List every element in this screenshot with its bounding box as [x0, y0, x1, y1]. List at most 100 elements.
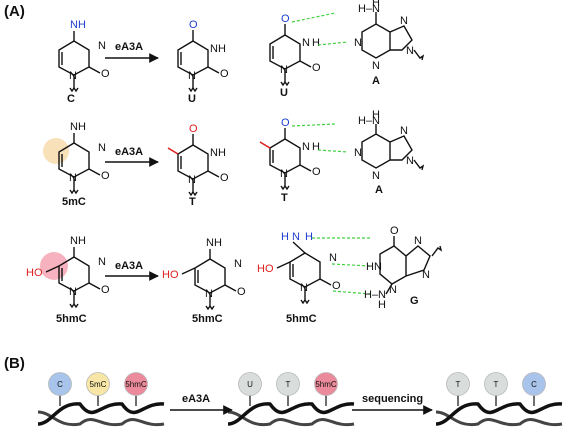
svg-text:N: N [414, 235, 422, 247]
svg-text:N: N [300, 282, 308, 294]
svg-text:HO: HO [26, 267, 43, 279]
svg-text:O: O [101, 68, 110, 80]
base-ball [314, 372, 338, 396]
svg-text:O: O [281, 13, 290, 25]
row3-enzyme-label: eA3A [115, 260, 143, 272]
base-ball-label: 5hmC [125, 380, 147, 389]
svg-text:O: O [312, 166, 321, 178]
panel-a-label: (A) [4, 3, 25, 20]
svg-text:N: N [280, 168, 288, 180]
svg-text:N: N [374, 261, 382, 273]
row3-to-name: 5hmC [192, 313, 223, 325]
svg-text:N: N [302, 141, 310, 153]
svg-text:N: N [329, 252, 337, 264]
svg-text:N: N [205, 288, 213, 300]
svg-text:N: N [98, 40, 106, 52]
svg-text:N: N [354, 37, 362, 49]
base-ball [446, 372, 470, 396]
svg-text:NH: NH [210, 43, 226, 55]
row1-pair-left-name: U [280, 87, 288, 99]
base-ball-label: C [531, 380, 537, 389]
svg-text:N: N [98, 142, 106, 154]
row1-pair-right-name: A [372, 75, 380, 87]
dna-strand-lower [435, 410, 563, 427]
svg-text:H: H [378, 299, 386, 311]
svg-text:N: N [234, 258, 242, 270]
base-ball [86, 372, 110, 396]
svg-text:O: O [312, 62, 321, 74]
dna-strand-upper [435, 402, 563, 426]
methylcytosine-molecule: NH N N O [58, 121, 110, 195]
row1-to-name: U [188, 93, 196, 105]
adenine-molecule-1: H–N H N N N N [354, 0, 425, 72]
svg-text:N: N [400, 15, 408, 27]
base-ball [124, 372, 148, 396]
svg-text:N: N [69, 286, 77, 298]
hydroxymethylcytosine-product: HO NH N N O [162, 237, 246, 311]
panel-b-label: (B) [4, 355, 25, 372]
hydroxymethylcytosine-pair-left: HO H N H N N O [257, 231, 341, 305]
base-ball [484, 372, 508, 396]
panel-b-sequencing-label: sequencing [362, 393, 423, 405]
uracil-molecule: O NH N O [177, 19, 229, 93]
svg-text:H: H [281, 231, 289, 243]
svg-text:N: N [69, 172, 77, 184]
svg-text:N: N [406, 45, 414, 57]
row2-from-name: 5mC [62, 196, 86, 208]
svg-text:N: N [372, 170, 380, 182]
svg-text:N: N [372, 60, 380, 72]
svg-text:O: O [189, 19, 198, 31]
guanine-molecule: O H N N N N H–N H [364, 225, 443, 311]
svg-text:O: O [237, 286, 246, 298]
svg-text:O: O [101, 170, 110, 182]
thymine-molecule: O NH N O [167, 123, 229, 197]
svg-text:N: N [292, 231, 300, 243]
hydroxymethyl-highlight [40, 252, 68, 280]
svg-text:O: O [332, 280, 341, 292]
row2-enzyme-label: eA3A [115, 146, 143, 158]
base-ball [238, 372, 262, 396]
row3-from-name: 5hmC [56, 313, 87, 325]
row2-pair-left-name: T [281, 192, 288, 204]
base-ball [276, 372, 300, 396]
svg-text:N: N [400, 125, 408, 137]
adenine-molecule-2: H–N H N N N N [354, 109, 425, 182]
svg-text:NH: NH [70, 121, 86, 133]
base-ball [522, 372, 546, 396]
svg-text:N: N [354, 147, 362, 159]
svg-text:N: N [406, 155, 414, 167]
base-ball [48, 372, 72, 396]
svg-text:HO: HO [257, 263, 274, 275]
svg-text:NH: NH [70, 235, 86, 247]
methyl-highlight [43, 138, 69, 164]
dna-strand-lower [227, 410, 355, 427]
base-ball-label: 5hmC [315, 380, 337, 389]
svg-text:H: H [305, 231, 313, 243]
svg-text:H: H [366, 261, 374, 273]
row3-pair-left-name: 5hmC [286, 313, 317, 325]
svg-text:H: H [312, 141, 320, 153]
base-ball-label: C [57, 380, 63, 389]
row1-enzyme-label: eA3A [115, 41, 143, 53]
svg-text:O: O [390, 225, 399, 237]
row2-to-name: T [189, 196, 196, 208]
svg-text:HO: HO [162, 269, 179, 281]
svg-text:H: H [312, 37, 320, 49]
svg-text:N: N [422, 269, 430, 281]
dna-strand-upper [37, 402, 165, 426]
svg-text:H: H [372, 109, 380, 121]
svg-text:O: O [281, 117, 290, 129]
svg-text:NH: NH [210, 147, 226, 159]
svg-text:NH: NH [70, 19, 86, 31]
svg-text:N: N [188, 70, 196, 82]
base-ball-label: T [456, 380, 461, 389]
svg-text:H–N: H–N [358, 115, 380, 127]
svg-text:H: H [372, 0, 380, 9]
svg-text:N: N [188, 174, 196, 186]
svg-text:H–N: H–N [358, 3, 380, 15]
row1-from-name: C [67, 93, 75, 105]
cytosine-molecule: NH N N O [58, 19, 110, 93]
panel-b-enzyme-label: eA3A [182, 393, 210, 405]
